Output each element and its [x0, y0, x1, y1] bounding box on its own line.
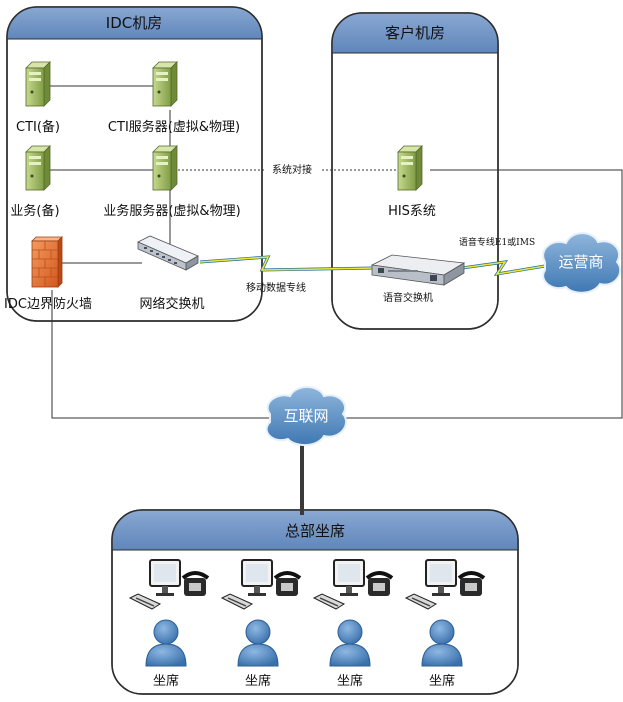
- monitor-icon: [333, 559, 365, 596]
- phone-icon: [273, 571, 302, 596]
- voice-line-label: 语音专线E1或IMS: [459, 236, 535, 248]
- cti-server-icon: [152, 61, 178, 107]
- monitor-icon: [425, 559, 457, 596]
- keyboard-icon: [220, 593, 254, 610]
- seat-3: 坐席: [312, 559, 394, 689]
- seat-4: 坐席: [404, 559, 486, 689]
- his-server-icon: [397, 145, 423, 191]
- keyboard-icon: [128, 593, 162, 610]
- firewall-icon: [31, 236, 63, 288]
- mobile-line-bolt: [199, 255, 376, 272]
- firewall-to-internet-link: [51, 290, 292, 419]
- network-switch-label: 网络交换机: [139, 296, 204, 312]
- biz-backup-label: 业务(备): [10, 203, 59, 219]
- seats-group: 坐席 坐席 坐席 坐席: [128, 559, 486, 689]
- cti-server-label: CTI服务器(虚拟&物理): [108, 119, 240, 135]
- seat-1: 坐席: [128, 559, 210, 689]
- system-dock-label: 系统对接: [272, 163, 312, 176]
- customer-zone-title: 客户机房: [385, 24, 445, 42]
- idc-zone-title: IDC机房: [106, 14, 162, 32]
- voice-switch-icon: [370, 254, 466, 286]
- agent-person-icon: [421, 619, 463, 667]
- his-label: HIS系统: [388, 204, 436, 219]
- agent-person-icon: [145, 619, 187, 667]
- voice-switch-label: 语音交换机: [383, 291, 433, 304]
- biz-server-label: 业务服务器(虚拟&物理): [103, 203, 240, 219]
- hq-zone: 总部坐席: [111, 509, 519, 695]
- seat-label: 坐席: [337, 673, 363, 689]
- carrier-cloud-icon: [542, 232, 622, 294]
- phone-icon: [365, 571, 394, 596]
- agent-person-icon: [237, 619, 279, 667]
- keyboard-icon: [312, 593, 346, 610]
- seat-2: 坐席: [220, 559, 302, 689]
- internet-label: 互联网: [283, 407, 328, 425]
- seat-label: 坐席: [245, 673, 271, 689]
- cti-backup-label: CTI(备): [16, 119, 60, 135]
- agent-person-icon: [329, 619, 371, 667]
- carrier-label: 运营商: [558, 253, 603, 271]
- monitor-icon: [241, 559, 273, 596]
- internet-to-his-link: [330, 169, 623, 419]
- network-switch-icon: [137, 235, 199, 271]
- biz-backup-server-icon: [25, 145, 51, 191]
- phone-icon: [457, 571, 486, 596]
- monitor-icon: [149, 559, 181, 596]
- seat-label: 坐席: [153, 673, 179, 689]
- phone-icon: [181, 571, 210, 596]
- keyboard-icon: [404, 593, 438, 610]
- mobile-line-label: 移动数据专线: [246, 281, 306, 294]
- hq-zone-title: 总部坐席: [285, 522, 345, 540]
- seat-label: 坐席: [429, 673, 455, 689]
- voice-line-bolt: [461, 260, 546, 277]
- internet-cloud-icon: [265, 386, 348, 446]
- cti-backup-server-icon: [25, 61, 51, 107]
- system-dock-label-bg: [264, 162, 320, 176]
- biz-server-icon: [152, 145, 178, 191]
- firewall-label: IDC边界防火墙: [4, 296, 92, 312]
